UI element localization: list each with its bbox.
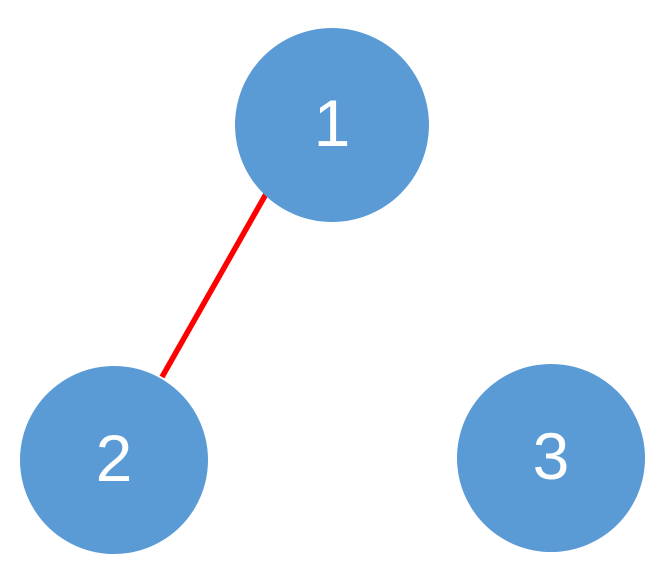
node-label-1: 1 (313, 86, 351, 160)
node-label-2: 2 (95, 421, 133, 495)
node-3[interactable]: 3 (457, 364, 645, 552)
node-label-3: 3 (532, 419, 570, 493)
edge-1-2[interactable] (159, 192, 269, 379)
node-2[interactable]: 2 (20, 366, 208, 554)
node-1[interactable]: 1 (235, 28, 429, 222)
